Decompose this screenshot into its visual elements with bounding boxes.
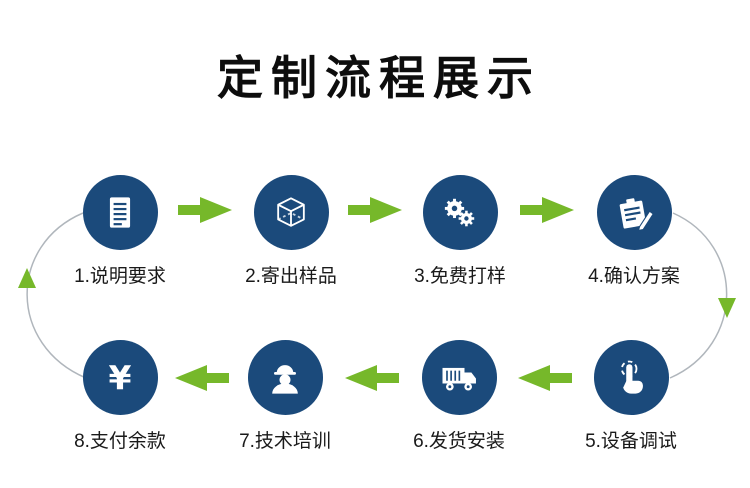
step-3-circle <box>422 175 498 250</box>
step-6-circle <box>421 340 497 415</box>
step-1: 1.说明要求 <box>45 175 195 288</box>
step-4-circle <box>596 175 672 250</box>
step-8-label: 8.支付余款 <box>74 431 166 452</box>
step-2-label: 2.寄出样品 <box>245 266 337 287</box>
step-5: 5.设备调试 <box>556 340 706 453</box>
clipboard-pen-icon <box>619 197 654 231</box>
step-3-label: 3.免费打样 <box>414 266 506 287</box>
gears-icon <box>444 198 475 226</box>
svg-text:¥: ¥ <box>109 358 132 397</box>
step-4-label: 4.确认方案 <box>588 266 680 287</box>
truck-icon <box>442 367 476 391</box>
step-2: 2.寄出样品 <box>216 175 366 288</box>
left-curve-up-arrowhead-icon <box>18 268 36 288</box>
step-3: 3.免费打样 <box>385 175 535 288</box>
step-5-circle <box>593 340 669 415</box>
document-icon <box>109 196 131 228</box>
yuan-icon: ¥ <box>109 358 132 397</box>
step-7-circle <box>247 340 323 415</box>
right-curve-down-arrowhead-icon <box>718 298 736 318</box>
step-2-circle <box>253 175 329 250</box>
step-1-label: 1.说明要求 <box>74 266 166 287</box>
step-4: 4.确认方案 <box>559 175 709 288</box>
cube-icon <box>277 196 305 227</box>
step-6-label: 6.发货安装 <box>413 431 505 452</box>
step-8-circle: ¥ <box>82 340 158 415</box>
step-5-label: 5.设备调试 <box>585 431 677 452</box>
step-6: 6.发货安装 <box>384 340 534 453</box>
step-1-circle <box>82 175 158 250</box>
touch-icon <box>620 360 643 394</box>
worker-icon <box>272 364 298 394</box>
step-7-label: 7.技术培训 <box>239 431 331 452</box>
page-title: 定制流程展示 <box>217 52 541 104</box>
step-8: ¥ 8.支付余款 <box>45 340 195 453</box>
step-7: 7.技术培训 <box>210 340 360 453</box>
